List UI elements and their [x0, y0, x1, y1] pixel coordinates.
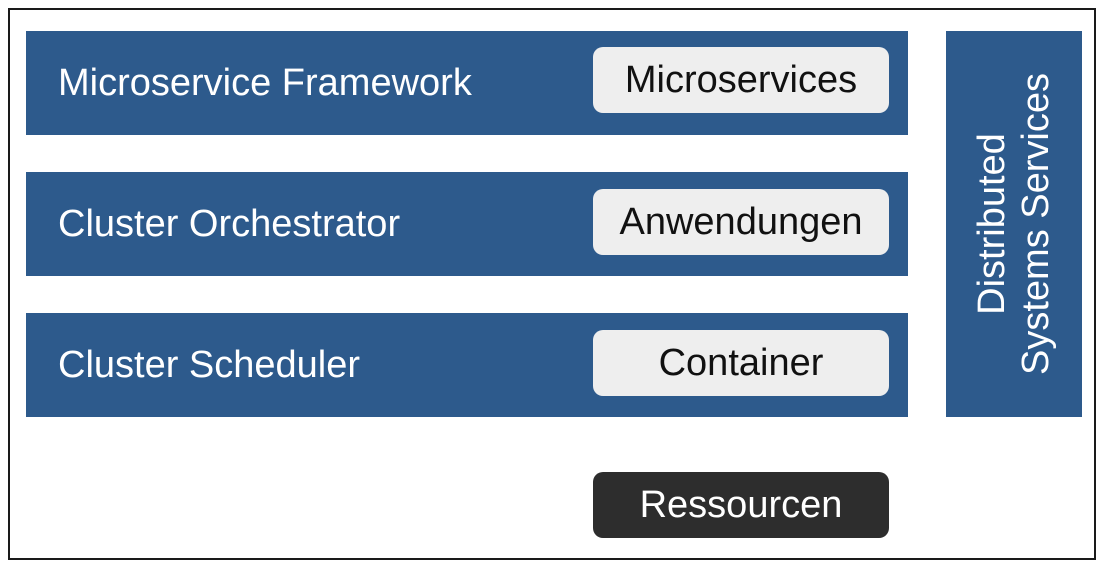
- layer-label: Microservice Framework: [58, 62, 472, 104]
- side-panel-text: Distributed Systems Services: [970, 31, 1058, 417]
- side-panel-line-1: Distributed: [971, 133, 1013, 315]
- layer-label: Cluster Scheduler: [58, 344, 361, 386]
- tag-container: Container: [593, 330, 889, 396]
- tag-microservices: Microservices: [593, 47, 889, 113]
- tag-ressourcen: Ressourcen: [593, 472, 889, 538]
- side-panel-line-2: Systems Services: [1015, 73, 1057, 375]
- tag-anwendungen: Anwendungen: [593, 189, 889, 255]
- distributed-systems-services-panel: Distributed Systems Services: [946, 31, 1082, 417]
- layer-label: Cluster Orchestrator: [58, 203, 401, 245]
